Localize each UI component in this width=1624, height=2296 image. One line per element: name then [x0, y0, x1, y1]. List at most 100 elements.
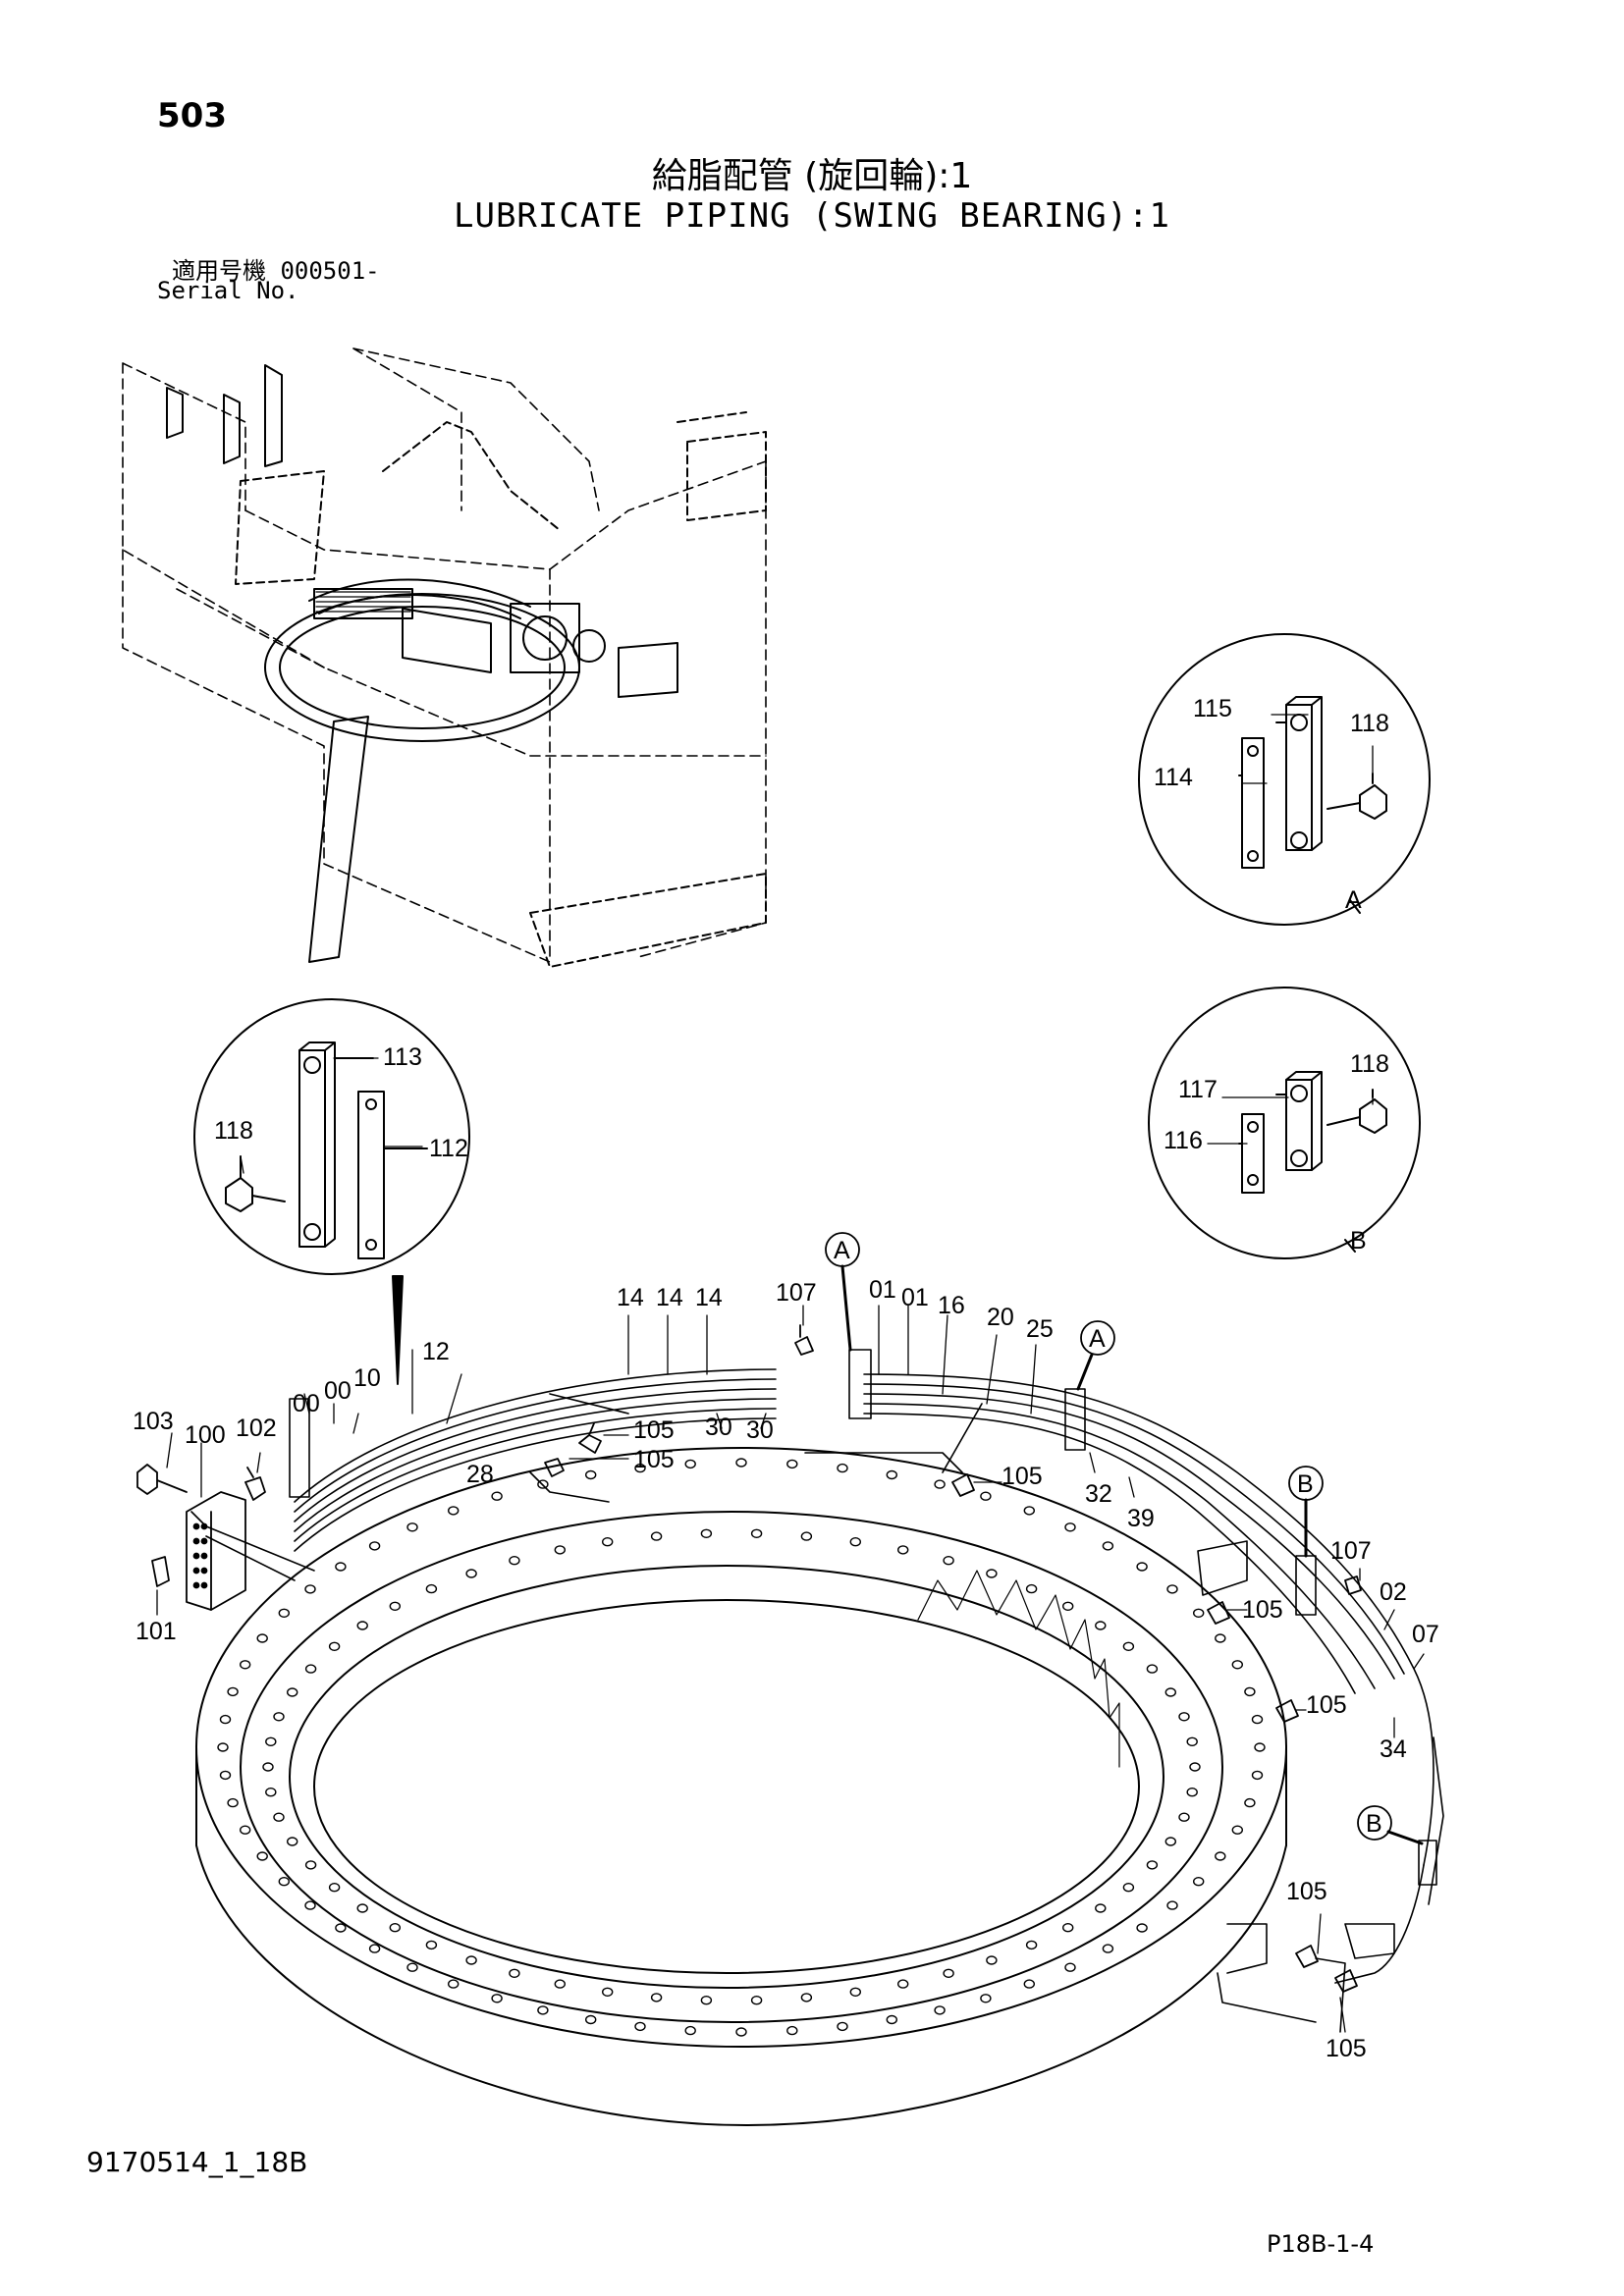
bolt-118-c [225, 1177, 286, 1212]
bolt-hole [328, 1641, 341, 1652]
detail-manifold-view [193, 998, 470, 1385]
bolt-hole [634, 1463, 646, 1473]
bolt-hole [602, 1536, 614, 1547]
callout-103: 103 [133, 1408, 174, 1435]
bolt-hole [886, 1469, 897, 1480]
elbow-105e [1275, 1699, 1299, 1723]
bolt-hole [650, 1531, 663, 1541]
bolt-hole [389, 1922, 401, 1933]
callout-105-d: 105 [1242, 1596, 1283, 1624]
bolt-hole [1064, 1522, 1076, 1532]
serial-label-english: Serial No. [157, 277, 299, 304]
bolt-hole [837, 2021, 848, 2032]
callout-112: 112 [429, 1135, 468, 1162]
bolt-hole [837, 1463, 848, 1473]
bolt-hole [425, 1940, 438, 1950]
bolt-hole [537, 2005, 549, 2015]
bolt-hole [1102, 1944, 1114, 1953]
bolt-hole [256, 1633, 268, 1643]
callout-32: 32 [1085, 1480, 1112, 1508]
elbow-105a [578, 1422, 602, 1454]
callout-39: 39 [1127, 1505, 1155, 1532]
bolt-hole [1178, 1712, 1190, 1722]
bolt-hole [650, 1993, 663, 2002]
bolt-hole [1186, 1787, 1198, 1797]
bolt-hole [700, 1528, 713, 1539]
machine-overview-illustration [122, 347, 767, 968]
bolt-hole [1251, 1714, 1264, 1725]
callout-07: 07 [1412, 1621, 1439, 1648]
callout-100: 100 [185, 1421, 226, 1449]
bolt-hole [554, 1979, 566, 1989]
bolt-hole [1061, 1922, 1074, 1933]
bolt-hole [227, 1686, 239, 1697]
callout-12: 12 [422, 1338, 450, 1365]
bolt-hole [1102, 1541, 1114, 1551]
elbow-105b [544, 1458, 565, 1477]
callout-30-b: 30 [746, 1416, 774, 1444]
bolt-hole [1192, 1608, 1205, 1619]
block-117 [1285, 1079, 1313, 1171]
title-japanese: 給脂配管 (旋回輪):1 [651, 156, 973, 196]
bolt-hole [406, 1962, 418, 1972]
bolt-hole [735, 2027, 747, 2037]
manifold-block-left [289, 1398, 310, 1498]
marker-b-2: B [1366, 1810, 1382, 1838]
bolt-hole [750, 1995, 763, 2005]
bolt-hole [1164, 1837, 1177, 1846]
bolt-hole [1215, 1851, 1226, 1861]
bolt-hole [509, 1968, 520, 1979]
bolt-hole [239, 1660, 251, 1670]
callout-34: 34 [1380, 1735, 1407, 1763]
bolt-hole [1136, 1923, 1148, 1933]
callout-30-a: 30 [705, 1414, 732, 1441]
callout-107-a: 107 [776, 1279, 817, 1307]
bolt-hole [491, 1491, 503, 1501]
bolt-hole [800, 1531, 813, 1541]
grease-fittings [136, 1324, 1362, 1993]
bolt-hole [448, 1506, 460, 1516]
bolt-hole [943, 1968, 954, 1979]
bolt-hole [786, 1459, 798, 1469]
callout-105-f: 105 [1286, 1878, 1327, 1905]
bolt-hole [1023, 1506, 1036, 1516]
callout-01-b: 01 [901, 1284, 929, 1311]
bolt-hole [219, 1714, 232, 1725]
bolt-hole [287, 1837, 298, 1846]
bolt-hole [265, 1787, 277, 1797]
bolt-hole [1254, 1742, 1266, 1752]
bolt-hole [897, 1979, 909, 1989]
bolt-hole [980, 1491, 992, 1501]
serial-label-japanese: 適用号機 000501- [172, 257, 380, 285]
bolt-hole [1023, 1979, 1036, 1989]
connector-107a [794, 1324, 814, 1356]
manifold-block-a2 [1064, 1388, 1086, 1451]
bolt-hole [356, 1621, 368, 1630]
bolt-hole [335, 1923, 347, 1933]
bolt-hole [886, 2014, 897, 2025]
bolt-hole [1025, 1583, 1038, 1594]
bolt-hole [1215, 1633, 1226, 1643]
page-number: 503 [157, 96, 227, 135]
callout-105-c: 105 [1001, 1463, 1043, 1490]
bolt-hole [287, 1687, 298, 1697]
elbow-105f [1295, 1945, 1319, 1968]
bolt-hole [800, 1993, 813, 2002]
bolt-hole [1136, 1562, 1148, 1572]
bolt-hole [1095, 1903, 1107, 1913]
bolt-hole [256, 1851, 268, 1861]
callout-01-a: 01 [869, 1276, 896, 1304]
leader-lines [156, 714, 1425, 2033]
bolt-hole [986, 1955, 998, 1965]
bolt-hole [509, 1555, 520, 1566]
swing-bearing-ring [195, 1447, 1287, 2126]
elbow-105d [1207, 1601, 1230, 1625]
callout-28: 28 [466, 1461, 494, 1488]
bolt-hole [980, 1994, 992, 2003]
plate-114 [1241, 737, 1265, 869]
bolt-hole [265, 1736, 277, 1747]
bolt-hole [684, 2025, 696, 2036]
callout-labels: 115 118 114 A 117 118 116 B 113 112 118 … [133, 695, 1439, 2062]
callout-14-a: 14 [617, 1284, 644, 1311]
bolt-hole [750, 1528, 763, 1539]
